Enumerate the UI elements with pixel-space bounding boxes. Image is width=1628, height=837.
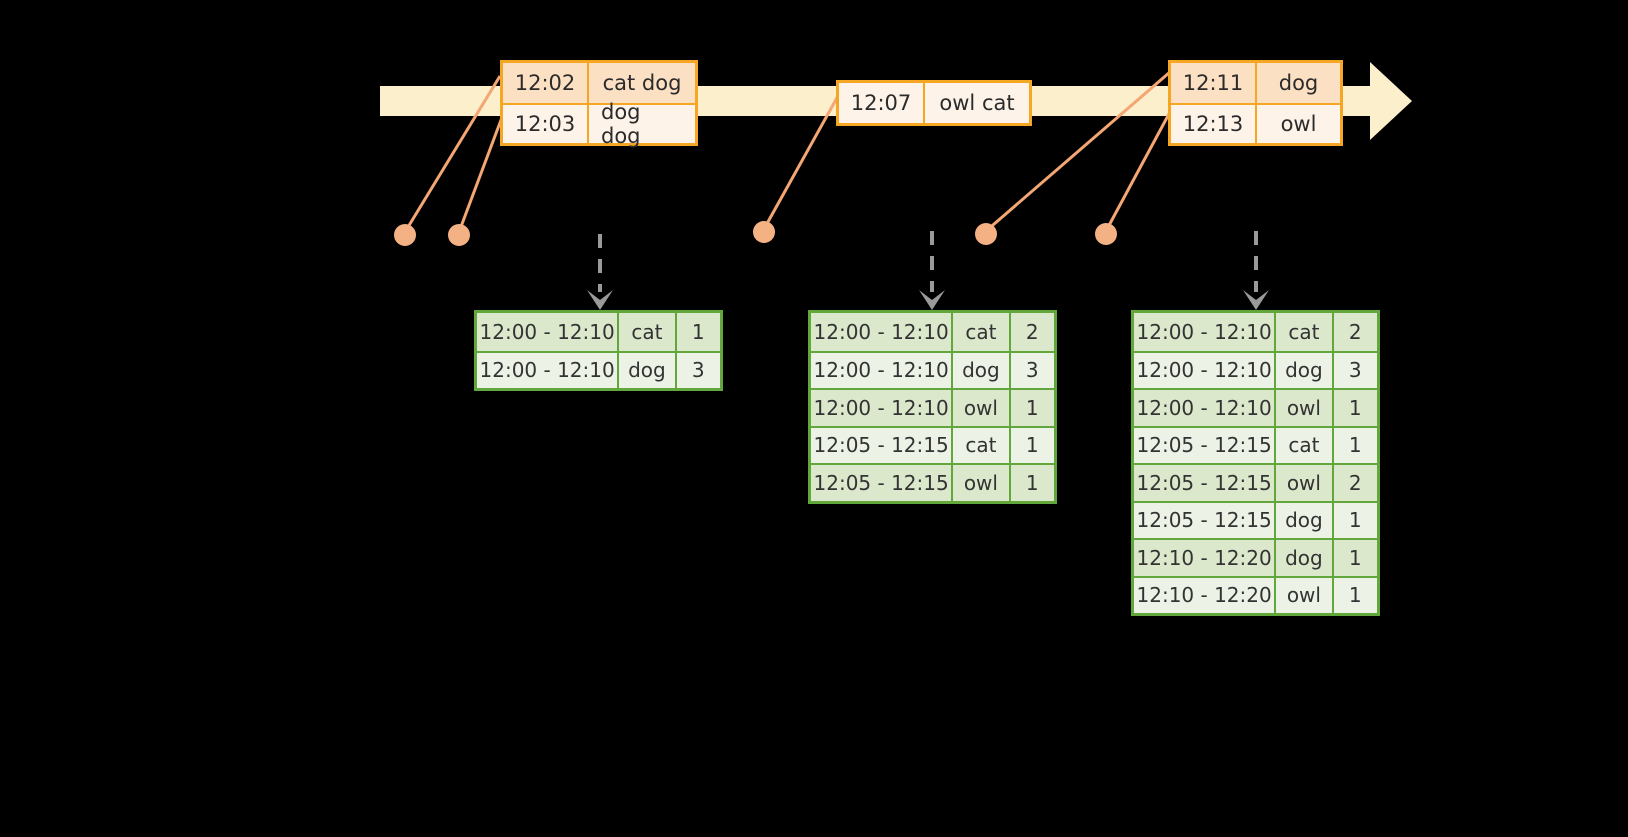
event-value: dog dog bbox=[601, 100, 641, 148]
event-row: 12:02 cat dog bbox=[503, 63, 695, 103]
cell-count: 1 bbox=[1348, 583, 1362, 608]
event-time: 12:07 bbox=[839, 83, 925, 123]
cell-window: 12:05 - 12:15 bbox=[811, 465, 954, 501]
cell-window: 12:05 - 12:15 bbox=[1134, 502, 1277, 538]
cell-count: 3 bbox=[691, 358, 705, 383]
cell-count: 1 bbox=[691, 319, 705, 344]
down-arrow-group bbox=[587, 231, 1269, 310]
event-row: 12:11 dog bbox=[1171, 63, 1340, 103]
connector-2 bbox=[457, 111, 506, 233]
cell-key: dog bbox=[1276, 540, 1334, 576]
cell-window: 12:05 - 12:15 bbox=[1134, 427, 1277, 463]
cell-count: 3 bbox=[1025, 358, 1039, 383]
cell-key: owl bbox=[1276, 465, 1334, 501]
cell-window: 12:00 - 12:10 bbox=[811, 313, 954, 351]
cell-key: owl bbox=[953, 390, 1011, 426]
event-group-3[interactable]: 12:11 dog 12:13 owl bbox=[1168, 60, 1343, 146]
cell-key: cat bbox=[953, 427, 1011, 463]
cell-key: dog bbox=[953, 352, 1011, 388]
cell-count: 3 bbox=[1348, 358, 1362, 383]
cell-key: dog bbox=[1276, 352, 1334, 388]
event-time: 12:13 bbox=[1171, 105, 1257, 143]
cell-window: 12:00 - 12:10 bbox=[811, 390, 954, 426]
cell-count: 1 bbox=[1025, 470, 1039, 495]
connector-3 bbox=[762, 95, 840, 230]
cell-window: 12:00 - 12:10 bbox=[477, 352, 620, 388]
event-value: cat dog bbox=[602, 71, 682, 95]
cell-count: 2 bbox=[1348, 470, 1362, 495]
connector-5 bbox=[1104, 111, 1172, 232]
event-marker-2[interactable] bbox=[448, 224, 470, 246]
down-arrow-2 bbox=[919, 231, 945, 310]
cell-key: cat bbox=[1276, 427, 1334, 463]
cell-key: owl bbox=[1276, 577, 1334, 613]
down-arrow-1 bbox=[587, 234, 613, 310]
cell-window: 12:00 - 12:10 bbox=[1134, 390, 1277, 426]
event-group-1[interactable]: 12:02 cat dog 12:03 dog dog bbox=[500, 60, 698, 148]
event-marker-4[interactable] bbox=[975, 223, 997, 245]
event-row: 12:07 owl cat bbox=[839, 83, 1029, 123]
cell-key: cat bbox=[1276, 313, 1334, 351]
cell-count: 1 bbox=[1348, 395, 1362, 420]
cell-count: 2 bbox=[1348, 319, 1362, 344]
cell-window: 12:05 - 12:15 bbox=[1134, 465, 1277, 501]
cell-window: 12:10 - 12:20 bbox=[1134, 577, 1277, 613]
cell-count: 2 bbox=[1025, 319, 1039, 344]
cell-count: 1 bbox=[1348, 433, 1362, 458]
event-marker-5[interactable] bbox=[1095, 223, 1117, 245]
cell-key: owl bbox=[1276, 390, 1334, 426]
connector-1 bbox=[403, 75, 502, 233]
event-value: owl cat bbox=[939, 91, 1015, 115]
down-arrow-3 bbox=[1243, 231, 1269, 310]
cell-key: cat bbox=[619, 313, 677, 351]
cell-window: 12:00 - 12:10 bbox=[477, 313, 620, 351]
cell-window: 12:05 - 12:15 bbox=[811, 427, 954, 463]
cell-window: 12:00 - 12:10 bbox=[1134, 313, 1277, 351]
marker-group bbox=[394, 221, 1117, 246]
event-time: 12:11 bbox=[1171, 63, 1257, 103]
event-time: 12:02 bbox=[503, 63, 589, 103]
cell-count: 1 bbox=[1025, 433, 1039, 458]
cell-count: 1 bbox=[1025, 395, 1039, 420]
cell-count: 1 bbox=[1348, 508, 1362, 533]
event-value: owl bbox=[1280, 112, 1317, 136]
cell-key: owl bbox=[953, 465, 1011, 501]
cell-window: 12:00 - 12:10 bbox=[811, 352, 954, 388]
event-row: 12:13 owl bbox=[1171, 103, 1340, 143]
cell-key: cat bbox=[953, 313, 1011, 351]
cell-window: 12:00 - 12:10 bbox=[1134, 352, 1277, 388]
event-marker-1[interactable] bbox=[394, 224, 416, 246]
event-marker-3[interactable] bbox=[753, 221, 775, 243]
cell-window: 12:10 - 12:20 bbox=[1134, 540, 1277, 576]
event-time: 12:03 bbox=[503, 105, 589, 143]
cell-count: 1 bbox=[1348, 545, 1362, 570]
event-value: dog bbox=[1278, 71, 1319, 95]
cell-key: dog bbox=[1276, 502, 1334, 538]
cell-key: dog bbox=[619, 352, 677, 388]
event-row: 12:03 dog dog bbox=[503, 100, 695, 148]
event-group-2[interactable]: 12:07 owl cat bbox=[836, 80, 1032, 126]
